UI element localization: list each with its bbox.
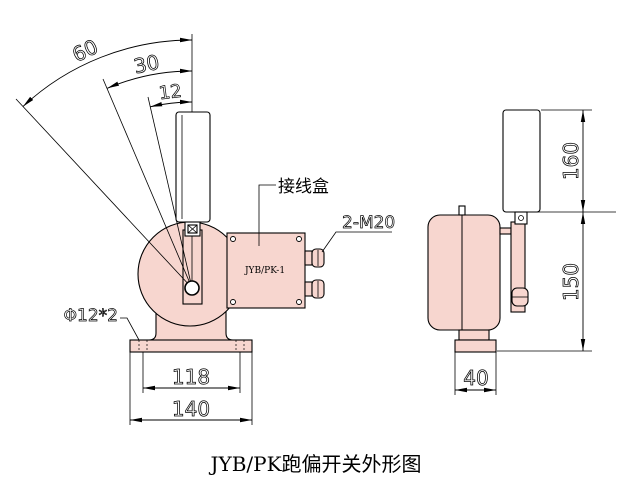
cable-gland-lower-nut (304, 281, 313, 297)
junction-box-leader (258, 184, 276, 246)
screw-icon (296, 299, 302, 305)
angle-arc-outer (22, 37, 193, 107)
junction-box-nameplate: JYB/PK-1 (244, 266, 285, 276)
dim-base-width: 140 (172, 397, 210, 421)
cable-gland-upper-nut (304, 250, 313, 266)
screw-icon (230, 299, 236, 305)
junction-box-callout: 接线盒 (278, 177, 329, 197)
angle-line-outer (15, 98, 193, 289)
side-flange-cap-top (458, 205, 466, 216)
front-base-plate (129, 339, 253, 353)
angle-line-middle (102, 78, 193, 289)
side-bracket-bolt-icon (518, 215, 524, 221)
angle-label-inner: 12 (158, 81, 183, 105)
bracket-bolt-cross (187, 224, 198, 234)
angle-arc-middle (107, 68, 193, 89)
side-neck (458, 329, 490, 341)
angle-arc-inner (150, 99, 193, 108)
mounting-hole-callout: Φ12*2 (64, 306, 118, 326)
front-roller (175, 111, 211, 223)
pivot-knob (184, 280, 200, 296)
drawing-title: JYB/PK跑偏开关外形图 (208, 452, 421, 476)
side-roller (502, 109, 541, 213)
screw-icon (230, 236, 236, 242)
cable-gland-callout: 2-M20 (342, 213, 395, 233)
angle-label-middle: 30 (132, 50, 162, 79)
junction-box (226, 232, 306, 309)
dim-roller-height: 160 (559, 142, 583, 180)
dim-base-depth: 40 (463, 366, 488, 390)
screw-icon (296, 236, 302, 242)
cable-gland-leader (321, 231, 392, 253)
dim-hole-spacing: 118 (172, 365, 210, 389)
angle-line-inner (147, 96, 193, 289)
side-arm-link (499, 227, 512, 235)
side-base-plate (454, 339, 497, 353)
side-view: 160 150 40 (427, 109, 616, 395)
side-housing (427, 214, 501, 331)
mounting-hole-leader (120, 317, 140, 341)
dim-body-height: 150 (559, 263, 583, 301)
